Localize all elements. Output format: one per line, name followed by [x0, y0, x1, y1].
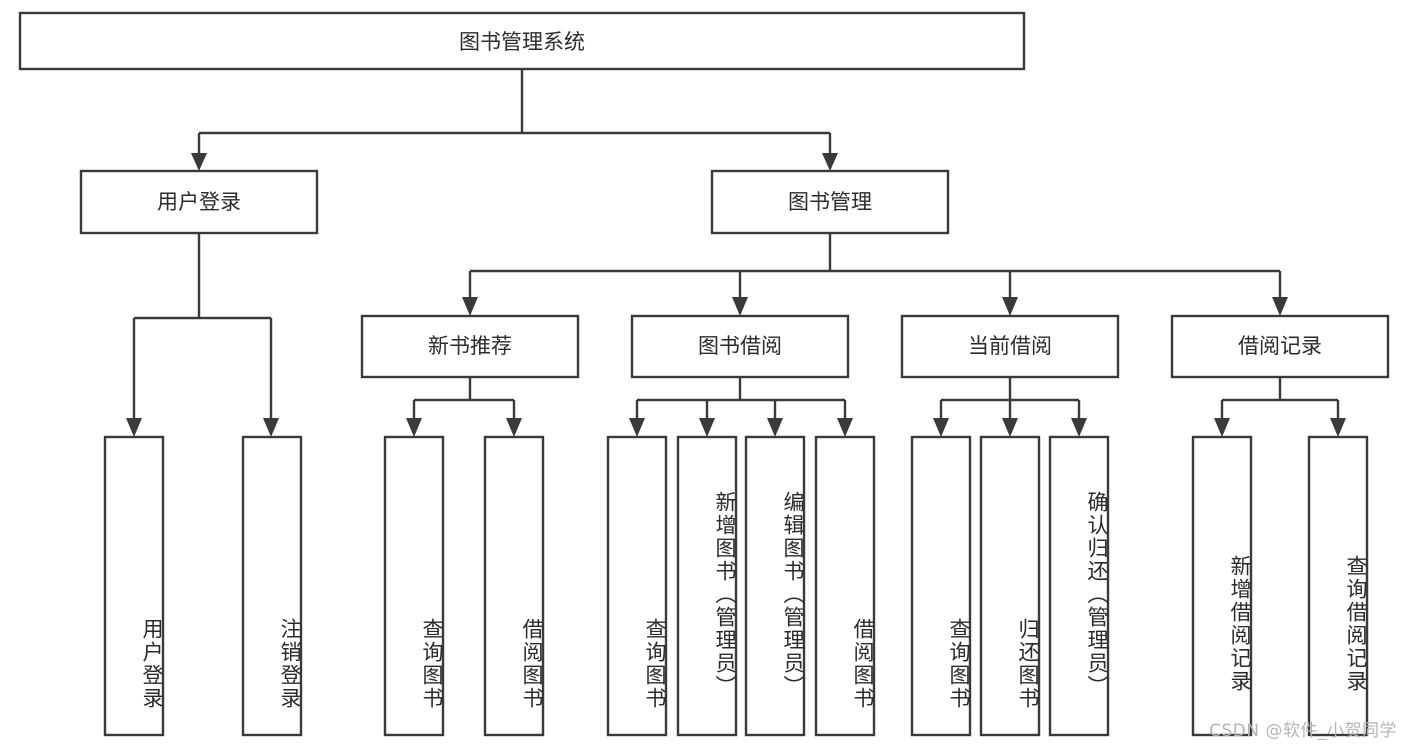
- leaf-box-book-borrow-4[interactable]: [814, 435, 876, 737]
- leaf-box-new-book-1[interactable]: [383, 435, 445, 737]
- leaf-box-borrow-record-2[interactable]: [1307, 435, 1369, 737]
- node-current-borrow[interactable]: 当前借阅: [900, 314, 1120, 379]
- node-book-management[interactable]: 图书管理: [710, 169, 950, 235]
- node-new-book-recommend-label: 新书推荐: [428, 334, 512, 358]
- leaf-box-user-login-1[interactable]: [103, 435, 165, 737]
- node-user-login-label: 用户登录: [157, 190, 241, 214]
- leaf-box-current-borrow-3[interactable]: [1048, 435, 1110, 737]
- connector-userlogin-to-leaves: [126, 233, 279, 437]
- connector-newbook-to-leaves: [406, 377, 522, 437]
- node-book-management-label: 图书管理: [788, 190, 872, 214]
- leaf-box-borrow-record-1[interactable]: [1191, 435, 1253, 737]
- connector-borrowrecord-to-leaves: [1214, 377, 1346, 437]
- node-book-borrow-label: 图书借阅: [698, 334, 782, 358]
- connector-bookborrow-to-leaves: [629, 377, 853, 437]
- leaf-box-user-login-2[interactable]: [241, 435, 303, 737]
- node-borrow-record[interactable]: 借阅记录: [1170, 314, 1390, 379]
- leaf-box-book-borrow-2[interactable]: [676, 435, 738, 737]
- leaf-box-book-borrow-3[interactable]: [744, 435, 806, 737]
- node-book-borrow[interactable]: 图书借阅: [630, 314, 850, 379]
- leaf-box-current-borrow-2[interactable]: [979, 435, 1041, 737]
- node-borrow-record-label: 借阅记录: [1238, 334, 1322, 358]
- node-user-login[interactable]: 用户登录: [79, 169, 319, 235]
- connector-bookmgmt-to-level3: [462, 233, 1288, 316]
- connector-root-to-level2: [191, 69, 838, 171]
- connector-currentborrow-to-leaves: [933, 377, 1087, 437]
- node-current-borrow-label: 当前借阅: [968, 334, 1052, 358]
- node-root-label: 图书管理系统: [459, 30, 585, 54]
- leaf-box-new-book-2[interactable]: [483, 435, 545, 737]
- leaf-box-current-borrow-1[interactable]: [910, 435, 972, 737]
- node-root[interactable]: 图书管理系统: [18, 11, 1026, 71]
- watermark: CSDN @软件_小贺同学: [1209, 721, 1397, 741]
- leaf-box-book-borrow-1[interactable]: [606, 435, 668, 737]
- node-new-book-recommend[interactable]: 新书推荐: [360, 314, 580, 379]
